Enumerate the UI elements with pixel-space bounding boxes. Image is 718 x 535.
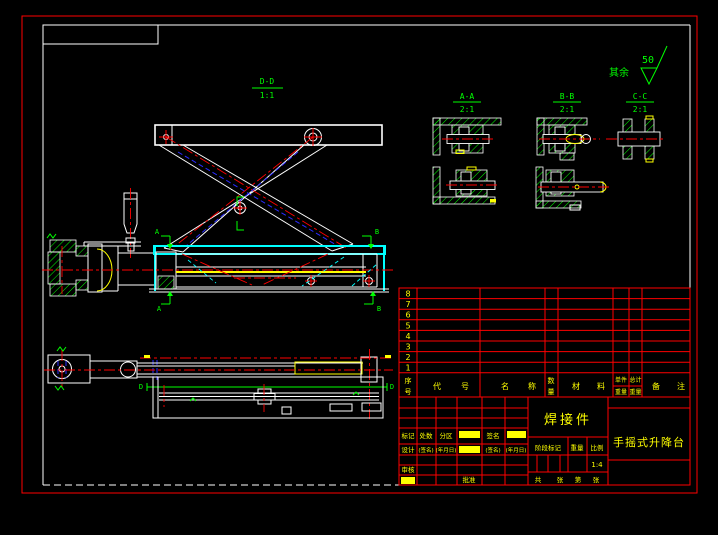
- scissor-lift-front-view: [154, 124, 383, 253]
- section-view-a-a: [432, 117, 502, 156]
- screw-thread-highlight: [294, 361, 363, 375]
- table-row-number: 5: [405, 321, 410, 330]
- label-count: 处数: [420, 431, 434, 440]
- label-approve: 批准: [463, 475, 477, 484]
- label-design: 设计: [402, 445, 416, 454]
- filled-cell: [507, 431, 526, 438]
- cut-letter-a: A: [155, 228, 160, 236]
- header-total-weight: 总计: [629, 376, 641, 384]
- label-sheet-total: 共: [535, 475, 542, 484]
- section-b-scale: 2:1: [560, 105, 575, 114]
- table-row-number: 2: [405, 353, 410, 362]
- main-view-label: D-D: [260, 77, 275, 86]
- parts-table-grid: [398, 287, 691, 486]
- table-row-number: 7: [405, 300, 410, 309]
- section-view-c-c: [606, 115, 664, 163]
- section-cut-marker-a: [161, 235, 173, 305]
- header-seq: 序: [405, 376, 412, 385]
- title-block-grid: [399, 397, 690, 485]
- bottom-plan-view: [44, 346, 393, 419]
- section-a-label: A-A: [460, 92, 475, 101]
- label-stage-mark: 阶段标记: [535, 443, 562, 452]
- table-row-number: 6: [405, 311, 410, 320]
- label-mark: 标记: [402, 431, 416, 440]
- section-a-scale: 2:1: [460, 105, 475, 114]
- section-c-scale: 2:1: [633, 105, 648, 114]
- sheet-corner-box: [42, 24, 159, 45]
- label-weight: 重量: [571, 444, 585, 452]
- filled-cell: [401, 477, 415, 484]
- label-sign: 签名: [487, 431, 500, 440]
- header-note: 注: [677, 381, 685, 391]
- cut-letter-b: B: [377, 305, 381, 313]
- part-type-title: 焊接件: [544, 412, 592, 428]
- label-date-paren: (年月日): [436, 446, 457, 454]
- surface-note-prefix: 其余: [609, 66, 629, 79]
- section-view-b-b: [536, 117, 600, 161]
- label-zone: 分区: [440, 431, 454, 440]
- header-seq: 号: [405, 388, 412, 396]
- label-review: 审核: [402, 465, 416, 474]
- table-row-number: 8: [405, 290, 410, 299]
- weld-mark: [46, 233, 57, 239]
- header-note: 备: [652, 381, 660, 391]
- label-date-paren: (年月日): [506, 446, 527, 454]
- label-sign-paren: (签名): [418, 446, 433, 454]
- label-sheet-zhang: 张: [557, 475, 564, 484]
- header-material: 材: [572, 381, 580, 391]
- label-sheet-zhang: 张: [593, 475, 600, 484]
- cut-letter-b: B: [375, 228, 379, 236]
- scale-value: 1:4: [591, 461, 603, 469]
- surface-roughness-symbol: [640, 45, 668, 86]
- label-sheet-no: 第: [575, 475, 582, 484]
- crank-handle-assembly: [46, 188, 156, 297]
- header-material: 料: [597, 381, 605, 391]
- header-unit-weight: 单件: [615, 376, 627, 384]
- header-code: 号: [461, 382, 469, 391]
- title-block-text: 标记 处数 分区 签名 设计 (签名) (年月日) (签名) (年月日) 审核 …: [402, 412, 685, 484]
- header-qty: 数: [548, 376, 555, 385]
- section-cut-marker-b: [362, 235, 376, 305]
- cut-letter-d: D: [139, 383, 143, 391]
- header-name: 称: [528, 381, 536, 391]
- filled-cell: [459, 446, 480, 453]
- table-row-number: 1: [405, 364, 410, 373]
- filled-cell: [459, 431, 480, 438]
- header-name: 名: [501, 381, 509, 391]
- cut-letter-d: D: [390, 383, 394, 391]
- label-scale: 比例: [591, 443, 604, 452]
- cut-letter-a: A: [157, 305, 162, 313]
- section-b-label: B-B: [560, 92, 575, 101]
- surface-note-value: 50: [642, 55, 654, 66]
- header-qty: 量: [548, 388, 555, 396]
- table-row-number: 3: [405, 343, 410, 352]
- label-sign-paren: (签名): [485, 446, 500, 454]
- section-c-label: C-C: [633, 92, 648, 101]
- base-frame-front-view: [42, 235, 394, 305]
- table-row-number: 4: [405, 332, 410, 341]
- main-view-scale: 1:1: [260, 91, 275, 100]
- center-datum-mark: [236, 196, 244, 206]
- section-cut-line-d: [146, 383, 388, 391]
- drawing-title: 手摇式升降台: [613, 435, 685, 449]
- header-total-weight: 重量: [629, 388, 641, 396]
- header-unit-weight: 重量: [615, 388, 627, 396]
- detail-view-below-a-a: [432, 166, 500, 205]
- detail-view-below-b-b: [535, 166, 612, 211]
- header-code: 代: [433, 381, 441, 391]
- parts-table-text: 8 7 6 5 4 3 2 1 序 号 代 号 名 称 数 量 材 料 单件 重…: [405, 290, 686, 397]
- view-labels: D-D 1:1 A-A 2:1 B-B 2:1 C-C 2:1 其余 50 A …: [139, 55, 654, 391]
